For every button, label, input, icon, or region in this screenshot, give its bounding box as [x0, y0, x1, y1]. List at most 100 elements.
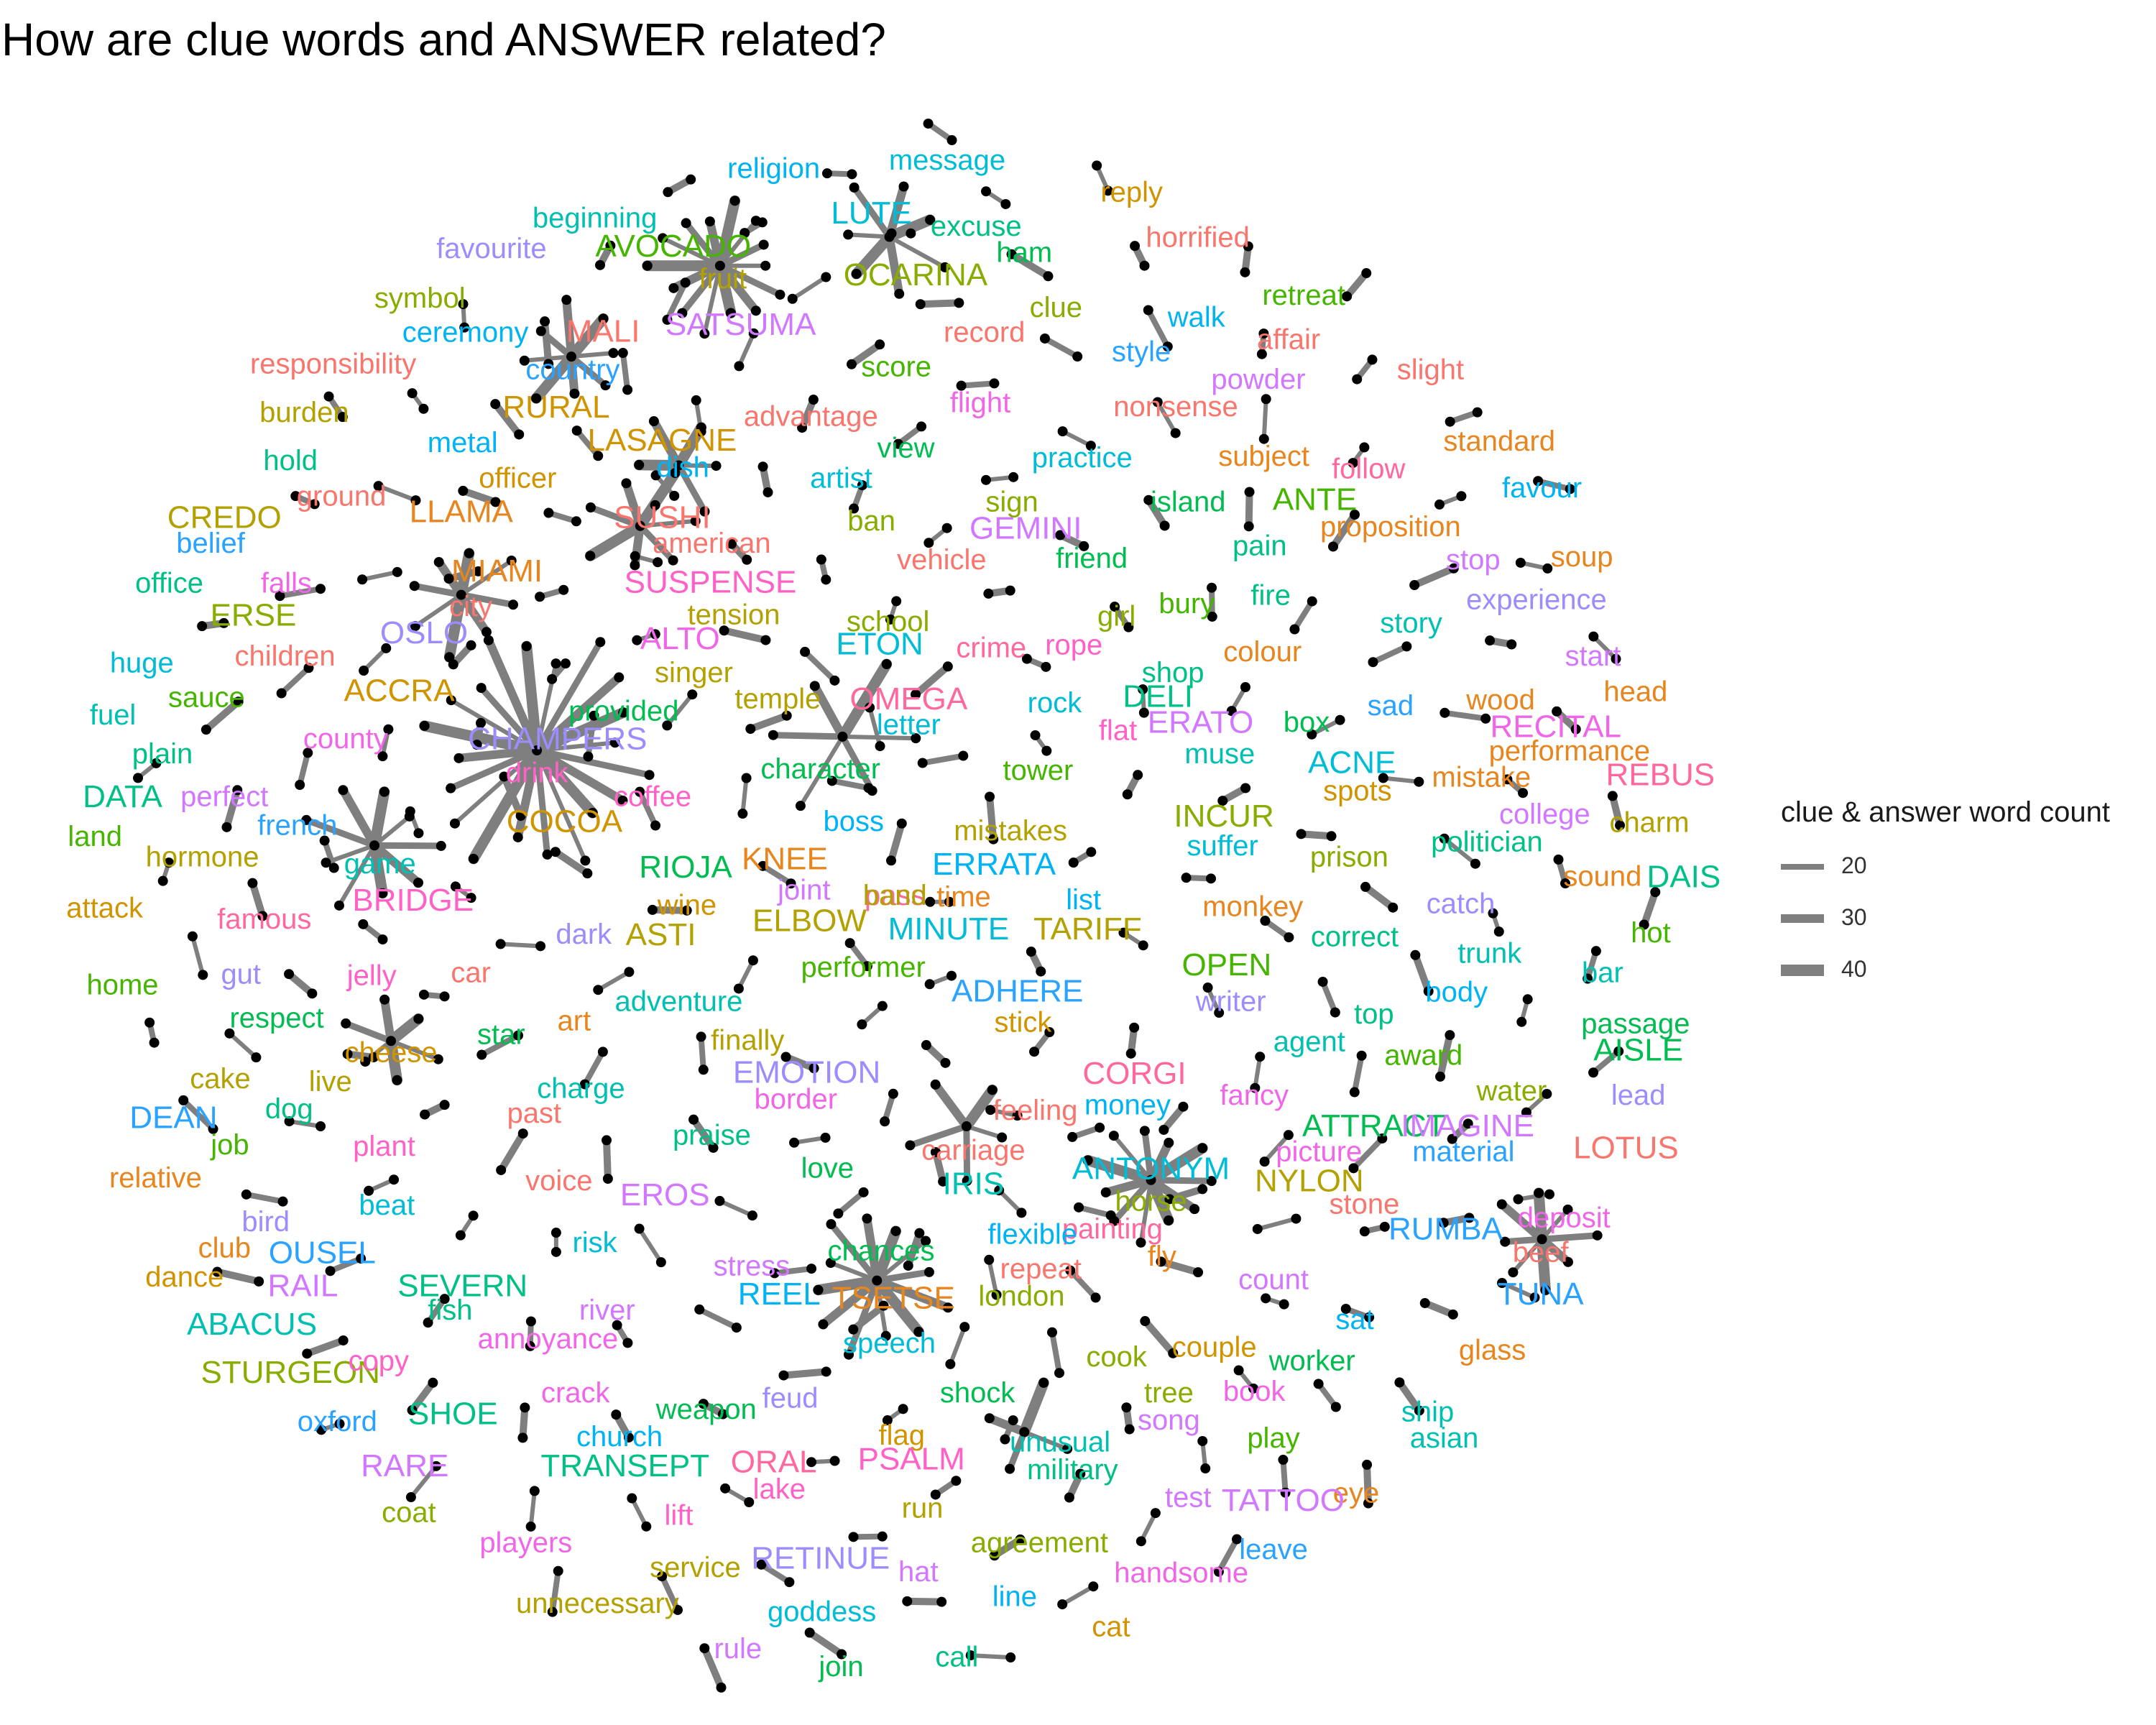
node	[547, 673, 558, 684]
edge	[873, 1269, 933, 1284]
node	[1359, 1226, 1370, 1237]
node	[571, 516, 581, 527]
node	[338, 785, 349, 796]
node	[881, 659, 892, 670]
word-label: LASAGNE	[588, 423, 737, 458]
node	[848, 1532, 859, 1542]
node	[725, 308, 736, 318]
edge	[285, 970, 316, 998]
node	[543, 507, 554, 518]
edge	[847, 341, 884, 368]
node	[315, 584, 326, 594]
edge	[648, 906, 691, 914]
word-label: standard	[1443, 426, 1555, 457]
word-label: ERSE	[211, 597, 297, 632]
node	[1232, 1534, 1243, 1545]
word-label: flexible	[988, 1218, 1078, 1250]
node	[1202, 983, 1213, 993]
word-label: horse	[1115, 1185, 1187, 1217]
node	[338, 1335, 349, 1346]
legend-entry-20: 20	[1781, 852, 1953, 881]
word-label: huge	[110, 647, 174, 678]
word-label: repeat	[1000, 1253, 1082, 1284]
edge	[997, 1188, 1024, 1215]
node	[1062, 1443, 1073, 1454]
node	[687, 689, 698, 700]
word-label: RIOJA	[639, 850, 732, 885]
word-label: french	[257, 810, 337, 842]
node	[1124, 1424, 1135, 1435]
node	[1168, 1348, 1179, 1358]
node	[1414, 776, 1424, 787]
node	[315, 1121, 326, 1132]
word-label: SUSHI	[614, 500, 710, 535]
node	[760, 635, 771, 645]
node	[617, 348, 628, 359]
node-hub	[635, 520, 645, 531]
node	[1388, 902, 1399, 913]
word-label: sat	[1335, 1304, 1373, 1335]
word-label: bar	[1582, 957, 1623, 988]
word-label: walk	[1167, 302, 1226, 334]
node	[1118, 927, 1129, 938]
node	[1348, 1163, 1359, 1174]
node	[1000, 1434, 1010, 1445]
node	[943, 1302, 954, 1313]
node	[356, 1254, 367, 1264]
edge	[385, 1035, 403, 1086]
edge	[871, 1275, 924, 1338]
node	[323, 391, 334, 402]
edge	[1442, 709, 1489, 722]
word-label: style	[1112, 336, 1171, 368]
word-label: rule	[714, 1633, 762, 1665]
word-label: suffer	[1187, 830, 1258, 862]
node	[784, 1577, 795, 1588]
word-label: praise	[673, 1120, 751, 1151]
node	[1464, 1213, 1475, 1223]
word-label: lake	[753, 1473, 806, 1505]
edge	[1060, 429, 1093, 448]
word-label: stress	[714, 1251, 791, 1282]
node	[1515, 557, 1526, 568]
word-label: list	[1066, 884, 1101, 916]
edge	[447, 747, 540, 792]
edge	[327, 1256, 364, 1274]
word-label: IRIS	[943, 1167, 1005, 1202]
node	[915, 299, 926, 310]
word-label: reply	[1100, 176, 1163, 208]
word-label: fruit	[699, 263, 747, 295]
node	[1259, 1156, 1270, 1167]
node	[609, 737, 620, 748]
word-label: goddess	[768, 1596, 876, 1627]
node	[439, 1294, 450, 1305]
node	[818, 1319, 829, 1330]
edge	[519, 1404, 529, 1442]
node	[1414, 1405, 1424, 1416]
word-label: ban	[847, 505, 895, 537]
edge	[1060, 1584, 1096, 1607]
word-label: ceremony	[402, 317, 529, 349]
node	[221, 822, 232, 832]
node	[582, 868, 593, 879]
node	[1445, 416, 1455, 427]
word-label: OMEGA	[849, 681, 967, 717]
node	[1207, 582, 1217, 593]
node	[742, 554, 752, 565]
word-label: relative	[109, 1162, 202, 1194]
word-label: monkey	[1202, 891, 1303, 923]
word-label: attack	[66, 892, 144, 924]
edge	[227, 1031, 259, 1060]
node	[914, 1228, 925, 1238]
node	[611, 1409, 622, 1420]
node	[598, 313, 609, 324]
word-label: religion	[727, 153, 820, 185]
node	[1158, 1124, 1169, 1135]
node	[1130, 241, 1141, 252]
node	[704, 216, 715, 227]
edge	[758, 1561, 793, 1586]
node	[821, 574, 831, 585]
node	[597, 1046, 608, 1057]
edge	[1138, 1177, 1153, 1245]
node	[775, 289, 786, 300]
node	[1394, 1377, 1405, 1388]
